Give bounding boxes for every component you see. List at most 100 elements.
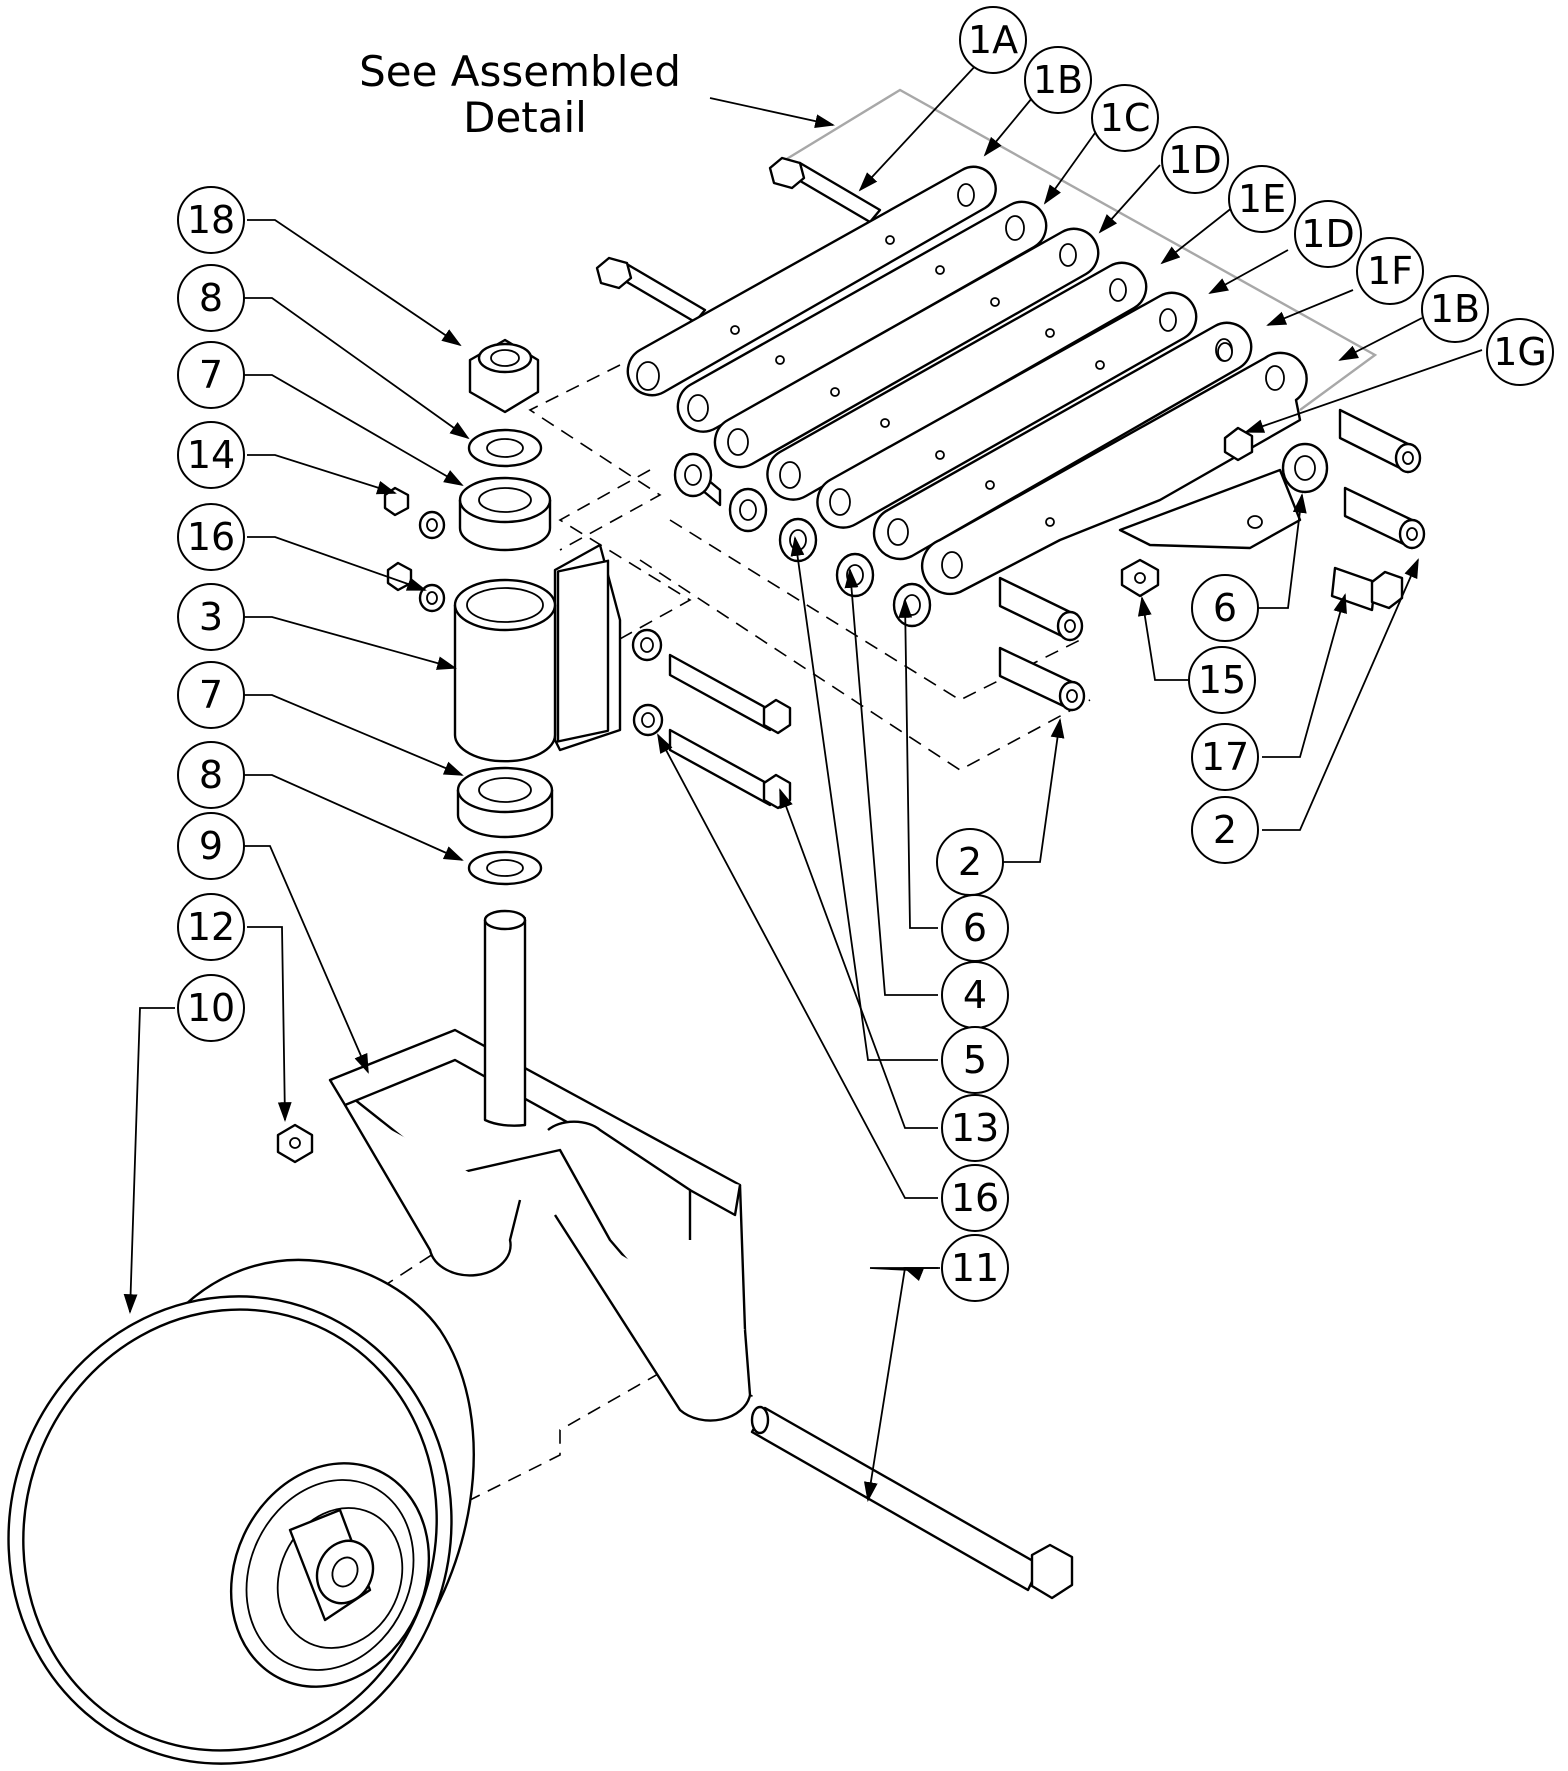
arm-1b-top [626,165,997,397]
callout-17: 17 [1191,723,1259,791]
washer-8-top [467,428,543,468]
callout-12: 12 [177,893,245,961]
arm-1b-front [920,342,1308,596]
washer-8-bottom [467,850,543,886]
washers-and-nuts-left [383,486,446,613]
callout-2-mid: 2 [936,828,1004,896]
callout-5: 5 [941,1026,1009,1094]
callout-16-top: 16 [177,503,245,571]
callout-14-label: 14 [187,433,235,477]
bearing-7-bottom [456,766,554,839]
spacer-tube-4 [1343,486,1426,550]
callout-9: 9 [177,812,245,880]
note-line-1: See Assembled [359,47,681,96]
callout-8-bottom-label: 8 [199,753,223,797]
callout-1b-right-label: 1B [1430,287,1480,331]
callout-1a: 1A [959,6,1027,74]
callout-13: 13 [941,1094,1009,1162]
callout-7-top-label: 7 [199,353,223,397]
callout-1e: 1E [1228,165,1296,233]
callout-12-label: 12 [187,905,235,949]
callout-1b-top-label: 1B [1033,58,1083,102]
callout-18: 18 [177,186,245,254]
caster-stack [383,338,792,886]
arm-1d-top [713,227,1100,469]
leader-lines [123,62,1483,1502]
pivot-bolt-left [595,256,707,324]
callout-9-label: 9 [199,824,223,868]
callout-1c: 1C [1091,84,1159,152]
callout-1f-label: 1F [1367,249,1413,293]
lock-nut-18 [468,338,540,414]
arm-1d-mid [816,291,1198,529]
callout-1d-top-label: 1D [1168,138,1221,182]
caster-fork-9 [328,909,752,1422]
callout-1g-label: 1G [1493,330,1547,374]
callout-1b-right: 1B [1421,275,1489,343]
callout-1a-label: 1A [968,18,1018,62]
callout-18-label: 18 [187,198,235,242]
callout-10: 10 [177,974,245,1042]
assembled-detail-frame [784,88,1378,411]
spindle [483,909,527,1127]
bearing-7-top [458,476,552,552]
callout-8-top: 8 [177,264,245,332]
callout-11-label: 11 [951,1246,999,1290]
callout-3-label: 3 [199,595,223,639]
note-line-2: Detail [463,93,587,142]
callout-1g: 1G [1486,318,1554,386]
callout-6-mid-label: 6 [963,906,987,950]
spacer-tube-3 [1338,408,1422,474]
callout-7-top: 7 [177,341,245,409]
callout-8-top-label: 8 [199,276,223,320]
callout-10-label: 10 [187,986,235,1030]
callout-1f: 1F [1356,237,1424,305]
callout-1d-mid-label: 1D [1301,212,1354,256]
callout-6-right: 6 [1191,574,1259,642]
wheel-hub [288,1508,375,1622]
assembled-detail-note: See Assembled Detail [359,47,681,142]
callout-1c-label: 1C [1100,96,1151,140]
arm-holes [730,235,1105,527]
callout-15: 15 [1188,646,1256,714]
callout-3: 3 [177,583,245,651]
callout-13-label: 13 [951,1106,999,1150]
nut-12 [276,1123,314,1164]
nut-15 [1120,558,1160,598]
axle-bolt-11 [750,1405,1074,1600]
callout-17-label: 17 [1201,735,1249,779]
pivot-bolt-1a [768,156,882,224]
callout-2-right: 2 [1191,796,1259,864]
callout-2-right-label: 2 [1213,808,1237,852]
callout-16-bottom-label: 16 [951,1176,999,1220]
callout-4-label: 4 [963,973,987,1017]
bolts-13 [668,653,792,810]
spacer-tubes [998,408,1426,712]
callout-1d-mid: 1D [1294,200,1362,268]
callout-1d-top: 1D [1161,126,1229,194]
callout-15-label: 15 [1198,658,1246,702]
callout-16-bottom: 16 [941,1164,1009,1232]
callout-8-bottom: 8 [177,741,245,809]
pivot-housing-3 [453,543,622,763]
bracket-1g [1118,426,1302,550]
callout-6-right-label: 6 [1213,586,1237,630]
callout-6-mid: 6 [941,894,1009,962]
callout-14: 14 [177,421,245,489]
spacer-tube-1 [998,576,1084,642]
spacer-tube-2 [998,646,1086,712]
callout-1e-label: 1E [1238,177,1286,221]
callout-7-bottom: 7 [177,661,245,729]
callout-1b-top: 1B [1024,46,1092,114]
callout-2-mid-label: 2 [958,840,982,884]
link-arm-stack [595,156,1329,628]
bushing-6-right [1281,442,1329,494]
callout-11: 11 [941,1234,1009,1302]
callout-5-label: 5 [963,1038,987,1082]
callout-4: 4 [941,961,1009,1029]
washers-13-16 [631,628,664,737]
callout-7-bottom-label: 7 [199,673,223,717]
wheel-10 [7,1258,475,1765]
